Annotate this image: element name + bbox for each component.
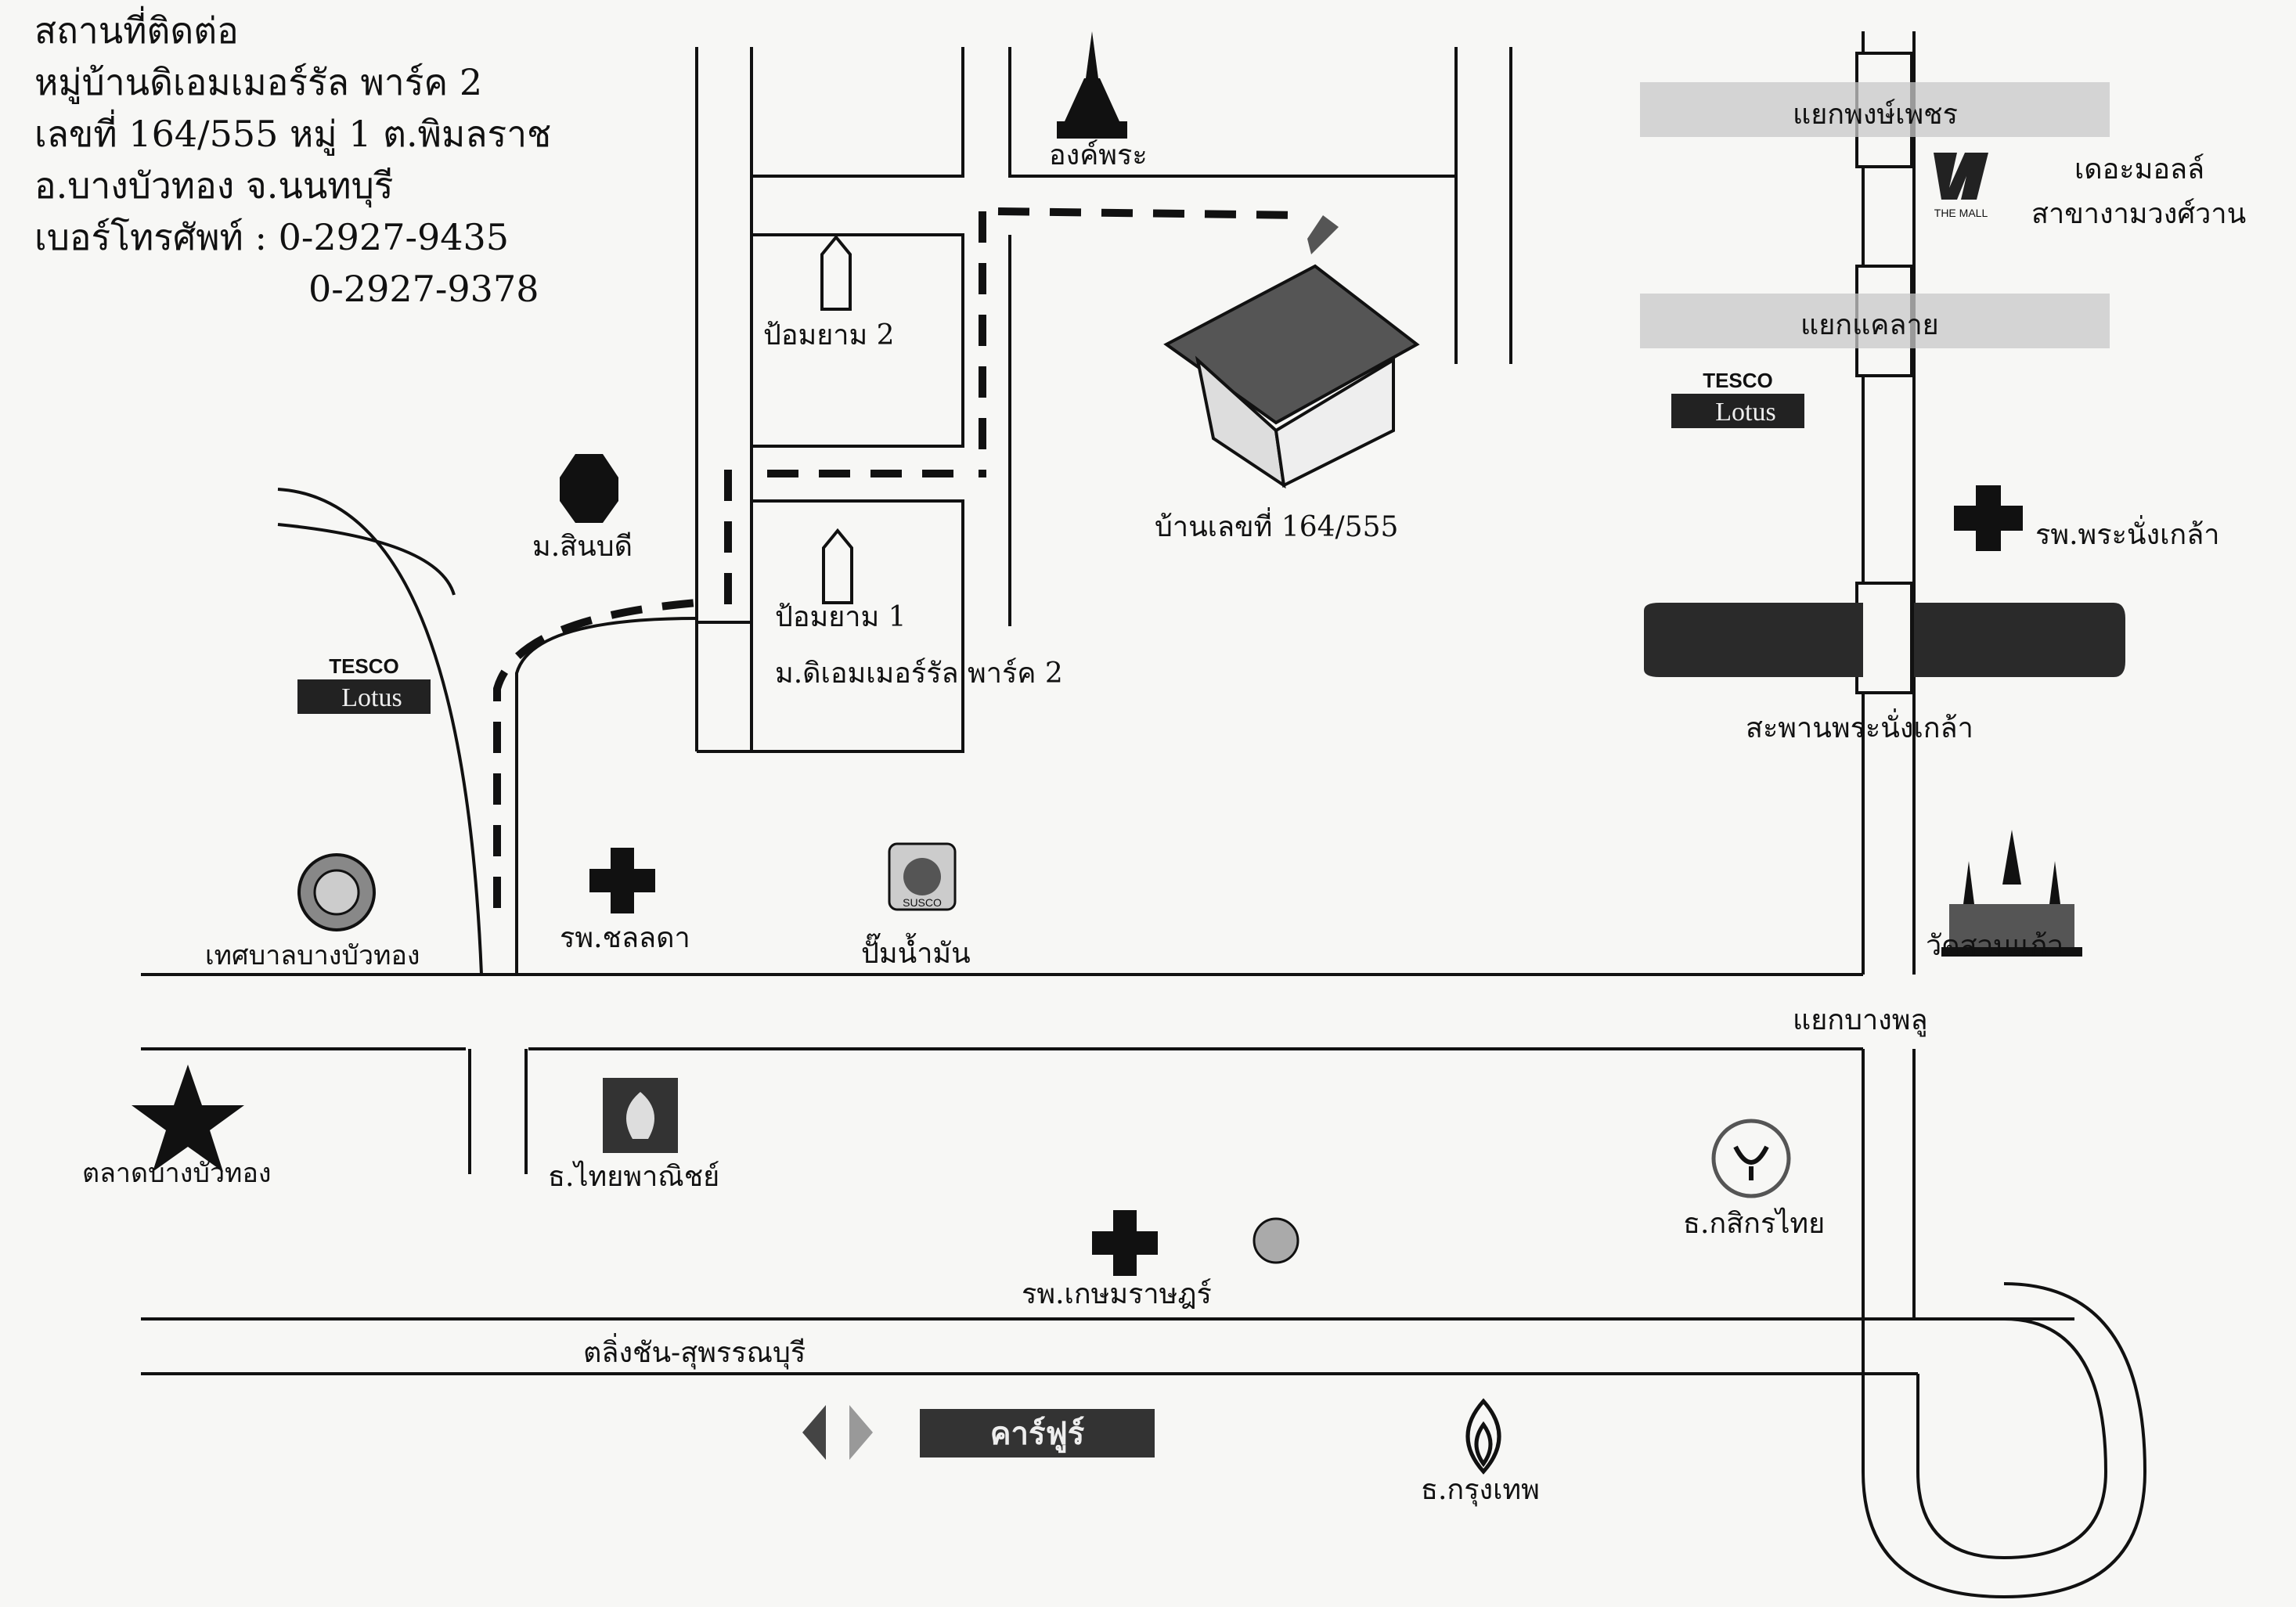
lotus-text: Lotus	[341, 683, 402, 712]
label-pump: ปั๊มน้ำมัน	[861, 932, 971, 970]
contact-heading: สถานที่ติดต่อ	[34, 9, 239, 52]
label-house-no: บ้านเลขที่ 164/555	[1155, 507, 1398, 543]
cross-icon	[1092, 1210, 1158, 1276]
label-bbl: ธ.กรุงเทพ	[1421, 1474, 1540, 1507]
label-m-sinbodi: ม.สินบดี	[532, 531, 633, 563]
contact-phone: เบอร์โทรศัพท์ : 0-2927-9435	[34, 216, 510, 258]
label-wat-suan-kaeo: วัดสวนแก้ว	[1926, 930, 2064, 962]
house-icon	[1163, 215, 1420, 489]
label-the-mall-branch: สาขางามวงศ์วาน	[2031, 198, 2246, 230]
cross-icon	[1954, 485, 2023, 551]
the-mall-logo-text: THE MALL	[1934, 207, 1988, 219]
municipality-seal-icon	[297, 853, 376, 931]
label-kbank: ธ.กสิกรไทย	[1683, 1207, 1825, 1240]
label-road: ตลิ่งชัน-สุพรรณบุรี	[583, 1333, 806, 1370]
label-village: ม.ดิเอมเมอร์รัล พาร์ค 2	[775, 658, 1063, 690]
bbl-logo-icon	[1465, 1398, 1501, 1475]
guardhouse-icon	[820, 234, 852, 311]
temple-icon	[1941, 830, 2082, 957]
label-ong-phra: องค์พระ	[1049, 139, 1148, 171]
guardhouse-icon	[822, 528, 853, 604]
contact-info: สถานที่ติดต่อ หมู่บ้านดิเอมเมอร์รัล พาร์…	[34, 5, 551, 315]
carrefour-label: คาร์ฟูร์	[990, 1416, 1085, 1453]
lotus-text: Lotus	[1715, 398, 1775, 427]
contact-address: เลขที่ 164/555 หมู่ 1 ต.พิมลราช	[34, 113, 552, 155]
label-rp-phra-nang-klao: รพ.พระนั่งเกล้า	[2035, 515, 2219, 551]
bridge	[1644, 603, 2125, 677]
cross-icon	[589, 848, 655, 913]
tesco-text: TESCO	[329, 654, 399, 678]
susco-logo-text: SUSCO	[903, 896, 942, 909]
carrefour-label-box: คาร์ฟูร์	[920, 1409, 1155, 1457]
contact-village: หมู่บ้านดิเอมเมอร์รัล พาร์ค 2	[34, 61, 483, 103]
label-scb: ธ.ไทยพาณิชย์	[548, 1160, 719, 1193]
tesco-text: TESCO	[1703, 369, 1773, 392]
label-the-mall: เดอะมอลล์	[2074, 153, 2204, 186]
label-saphan-phra-nang-klao: สะพานพระนั่งเกล้า	[1746, 708, 1973, 744]
grey-bands	[1640, 82, 2110, 348]
carrefour-logo-icon	[802, 1405, 873, 1460]
label-thesaban: เทศบาลบางบัวทอง	[205, 940, 420, 971]
kbank-logo-icon	[1711, 1119, 1791, 1198]
temple-icon	[1057, 31, 1127, 139]
scb-logo-icon	[603, 1078, 678, 1153]
contact-district: อ.บางบัวทอง จ.นนทบุรี	[34, 164, 394, 207]
tesco-lotus-logo: TESCO Lotus	[1671, 369, 1804, 428]
contact-phone-2: 0-2927-9378	[308, 268, 539, 310]
label-rp-kasemrad: รพ.เกษมราษฎร์	[1022, 1278, 1212, 1310]
label-yaek-bang-phlu: แยกบางพลู	[1793, 1004, 1928, 1037]
kasemrad-logo-icon	[1253, 1217, 1299, 1264]
map-labels: องค์พระ แยกพงษ์เพชร เดอะมอลล์ สาขางามวงศ…	[82, 99, 2246, 1507]
the-mall-logo: THE MALL	[1934, 153, 1988, 219]
intersection-boxes	[1855, 52, 1913, 694]
route-dashes	[493, 207, 1304, 908]
susco-logo-icon: SUSCO	[888, 842, 957, 911]
label-pom-yam-2: ป้อมยาม 2	[763, 319, 895, 351]
octagon-icon	[560, 454, 618, 523]
label-pom-yam-1: ป้อมยาม 1	[775, 601, 907, 633]
label-talat: ตลาดบางบัวทอง	[82, 1158, 271, 1189]
label-yaek-phong-phet: แยกพงษ์เพชร	[1793, 99, 1958, 131]
tesco-lotus-logo: TESCO Lotus	[297, 654, 431, 714]
label-rp-chonlada: รพ.ชลลดา	[560, 922, 690, 954]
label-yaek-khae-rai: แยกแคลาย	[1800, 309, 1939, 341]
star-icon	[132, 1065, 244, 1172]
road-lines	[141, 31, 2147, 1599]
